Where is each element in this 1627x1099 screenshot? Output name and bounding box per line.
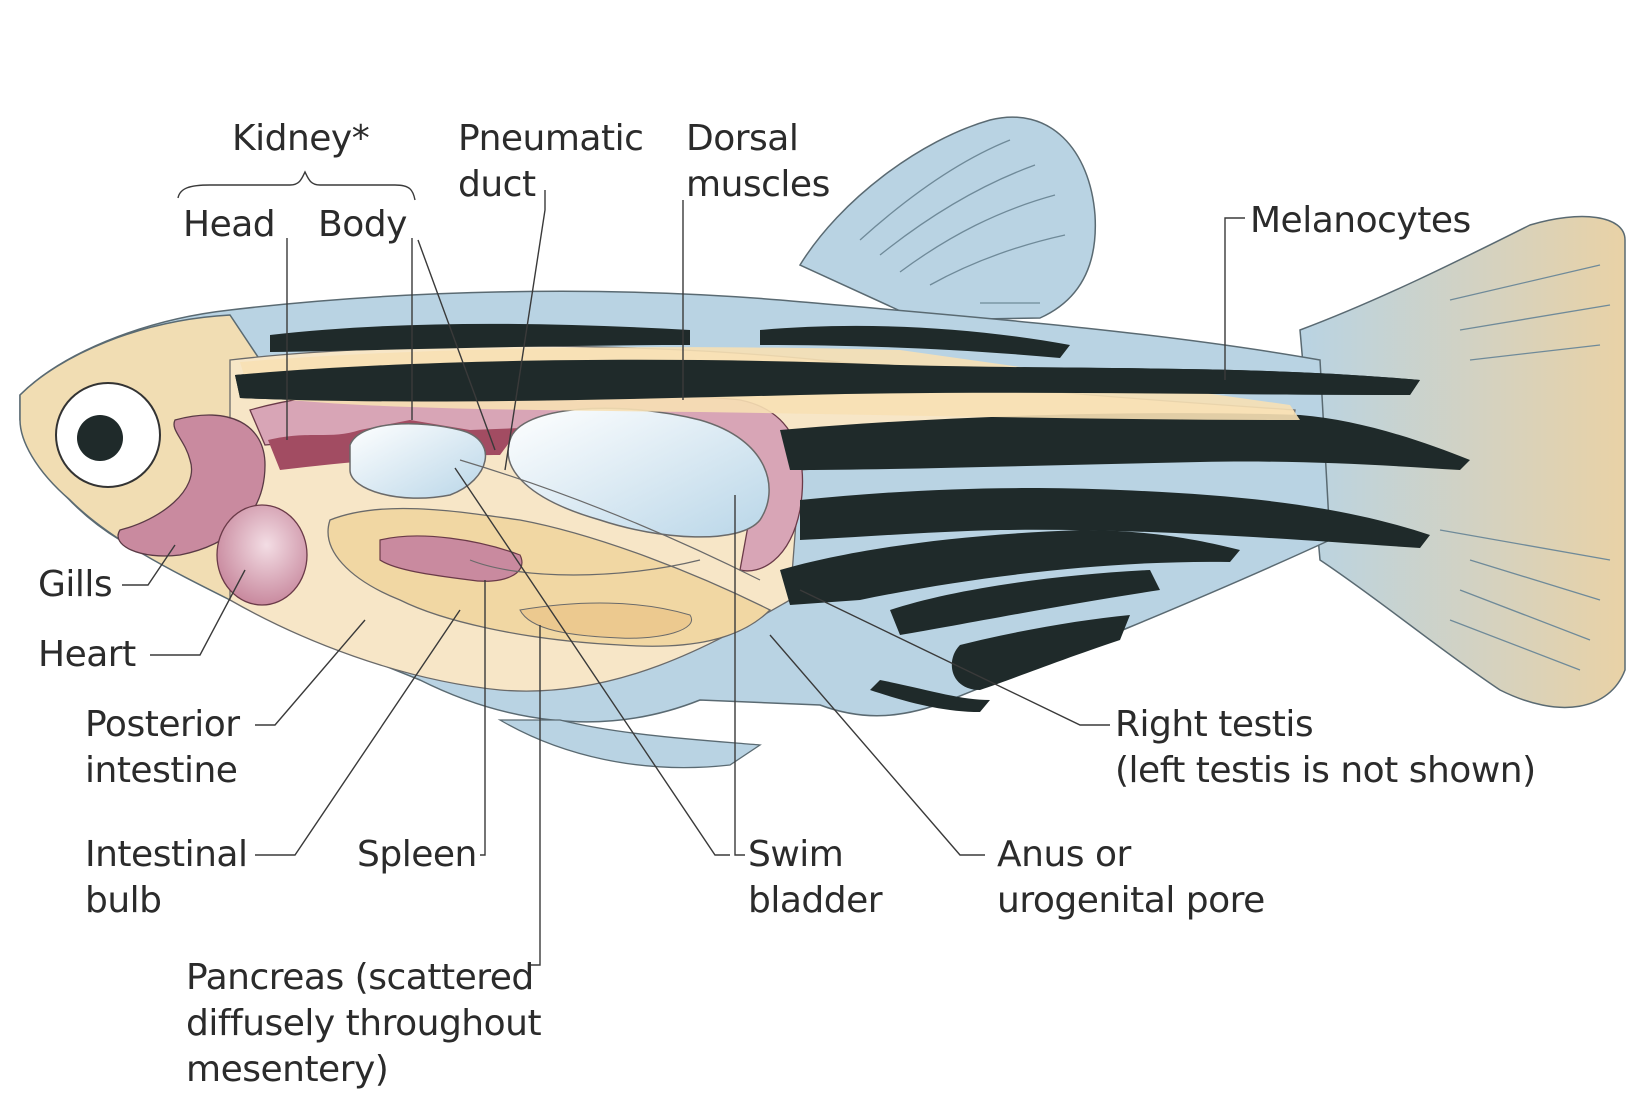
dorsal-fin xyxy=(800,117,1095,320)
anus-line-2: urogenital pore xyxy=(997,878,1265,924)
posterior-intestine-line-1: Posterior xyxy=(85,702,240,748)
kidney-body-label: Body xyxy=(318,202,407,248)
kidney-label: Kidney* xyxy=(232,116,369,162)
dorsal-muscles-line-2: muscles xyxy=(686,162,830,208)
kidney-head-label: Head xyxy=(183,202,275,248)
swim-bladder-line-2: bladder xyxy=(748,878,882,924)
right-testis-line-1: Right testis xyxy=(1115,702,1536,748)
melanocytes-label: Melanocytes xyxy=(1250,198,1471,244)
pancreas-line-1: Pancreas (scattered xyxy=(186,955,541,1001)
pancreas-line-2: diffusely throughout xyxy=(186,1001,541,1047)
swim-bladder-label: Swim bladder xyxy=(748,832,882,924)
anal-fin xyxy=(500,720,760,768)
posterior-intestine-line-2: intestine xyxy=(85,748,240,794)
right-testis-line-2: (left testis is not shown) xyxy=(1115,748,1536,794)
anus-line-1: Anus or xyxy=(997,832,1265,878)
gills-label: Gills xyxy=(38,562,112,608)
intestinal-bulb-label: Intestinal bulb xyxy=(85,832,247,924)
intestinal-bulb-line-2: bulb xyxy=(85,878,247,924)
pneumatic-duct-label: Pneumatic duct xyxy=(458,116,643,208)
posterior-intestine-label: Posterior intestine xyxy=(85,702,240,794)
swim-bladder-line-1: Swim xyxy=(748,832,882,878)
spleen-label: Spleen xyxy=(357,832,477,878)
heart xyxy=(217,505,307,605)
dorsal-muscles-line-1: Dorsal xyxy=(686,116,830,162)
pancreas-line-3: mesentery) xyxy=(186,1047,541,1093)
pupil xyxy=(77,415,123,461)
pneumatic-duct-line-2: duct xyxy=(458,162,643,208)
pancreas-label: Pancreas (scattered diffusely throughout… xyxy=(186,955,541,1093)
dorsal-muscles-label: Dorsal muscles xyxy=(686,116,830,208)
right-testis-label: Right testis (left testis is not shown) xyxy=(1115,702,1536,794)
anus-label: Anus or urogenital pore xyxy=(997,832,1265,924)
intestinal-bulb-line-1: Intestinal xyxy=(85,832,247,878)
heart-label: Heart xyxy=(38,632,136,678)
pneumatic-duct-line-1: Pneumatic xyxy=(458,116,643,162)
